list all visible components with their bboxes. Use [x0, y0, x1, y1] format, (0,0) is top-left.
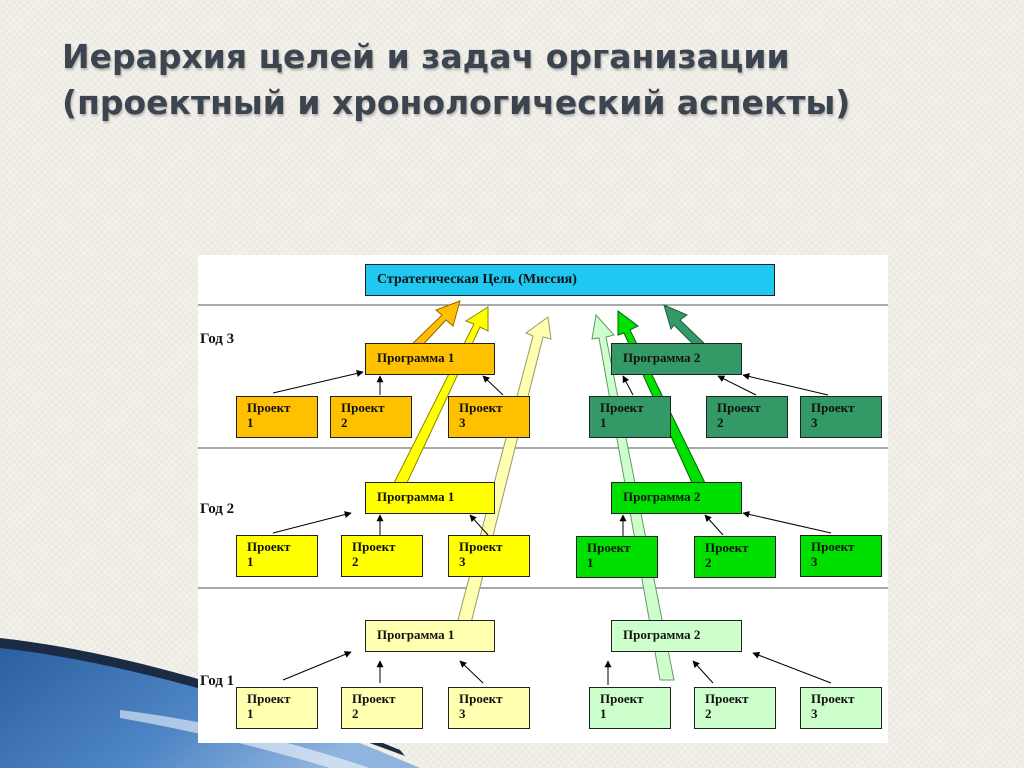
diagram-connectors: [198, 300, 888, 685]
year-2-label: Год 2: [200, 501, 235, 517]
year1-project-2: Проект 2: [341, 687, 423, 729]
year1-project-4: Проект 1: [589, 687, 671, 729]
year3-project-6: Проект 3: [800, 396, 882, 438]
year-1-label: Год 1: [200, 673, 235, 689]
connector-arrow: [704, 514, 724, 536]
connector-arrow: [742, 373, 829, 396]
connector-arrow: [717, 375, 757, 396]
year1-project-3: Проект 3: [448, 687, 530, 729]
connector-arrow: [272, 370, 364, 394]
year1-program-2: Программа 2: [611, 620, 742, 652]
connector-arrow: [282, 651, 352, 681]
year2-project-4: Проект 1: [576, 536, 658, 578]
connector-arrow: [622, 375, 634, 396]
year3-project-5: Проект 2: [706, 396, 788, 438]
connector-arrow: [752, 651, 832, 684]
year3-program-2: Программа 2: [611, 343, 742, 375]
year3-program-1: Программа 1: [365, 343, 495, 375]
connector-arrow: [482, 375, 504, 396]
slide-title-line-2: (проектный и хронологический аспекты): [62, 83, 851, 122]
year2-project-2: Проект 2: [341, 535, 423, 577]
year1-project-5: Проект 2: [694, 687, 776, 729]
slide-title: Иерархия целей и задач организации (прое…: [62, 34, 962, 126]
year2-project-1: Проект 1: [236, 535, 318, 577]
connector-arrow: [742, 510, 832, 534]
connector-arrow: [272, 511, 352, 534]
year1-program-1: Программа 1: [365, 620, 495, 652]
year1-project-6: Проект 3: [800, 687, 882, 729]
year2-project-5: Проект 2: [694, 536, 776, 578]
goal-hierarchy-diagram: Стратегическая Цель (Миссия) Год 3 Год 2…: [198, 255, 888, 743]
connector-arrow: [469, 514, 489, 536]
slide-title-line-1: Иерархия целей и задач организации: [62, 37, 790, 76]
year2-project-3: Проект 3: [448, 535, 530, 577]
dark-green-chain-arrow: [663, 304, 710, 348]
year3-project-2: Проект 2: [330, 396, 412, 438]
mission-box: Стратегическая Цель (Миссия): [365, 264, 775, 296]
year1-project-1: Проект 1: [236, 687, 318, 729]
year2-program-2: Программа 2: [611, 482, 742, 514]
connector-arrow: [459, 660, 484, 684]
year3-project-4: Проект 1: [589, 396, 671, 438]
connector-arrow: [692, 660, 714, 684]
year3-project-1: Проект 1: [236, 396, 318, 438]
year3-project-3: Проект 3: [448, 396, 530, 438]
year2-program-1: Программа 1: [365, 482, 495, 514]
year2-project-6: Проект 3: [800, 535, 882, 577]
year-3-label: Год 3: [200, 331, 235, 347]
